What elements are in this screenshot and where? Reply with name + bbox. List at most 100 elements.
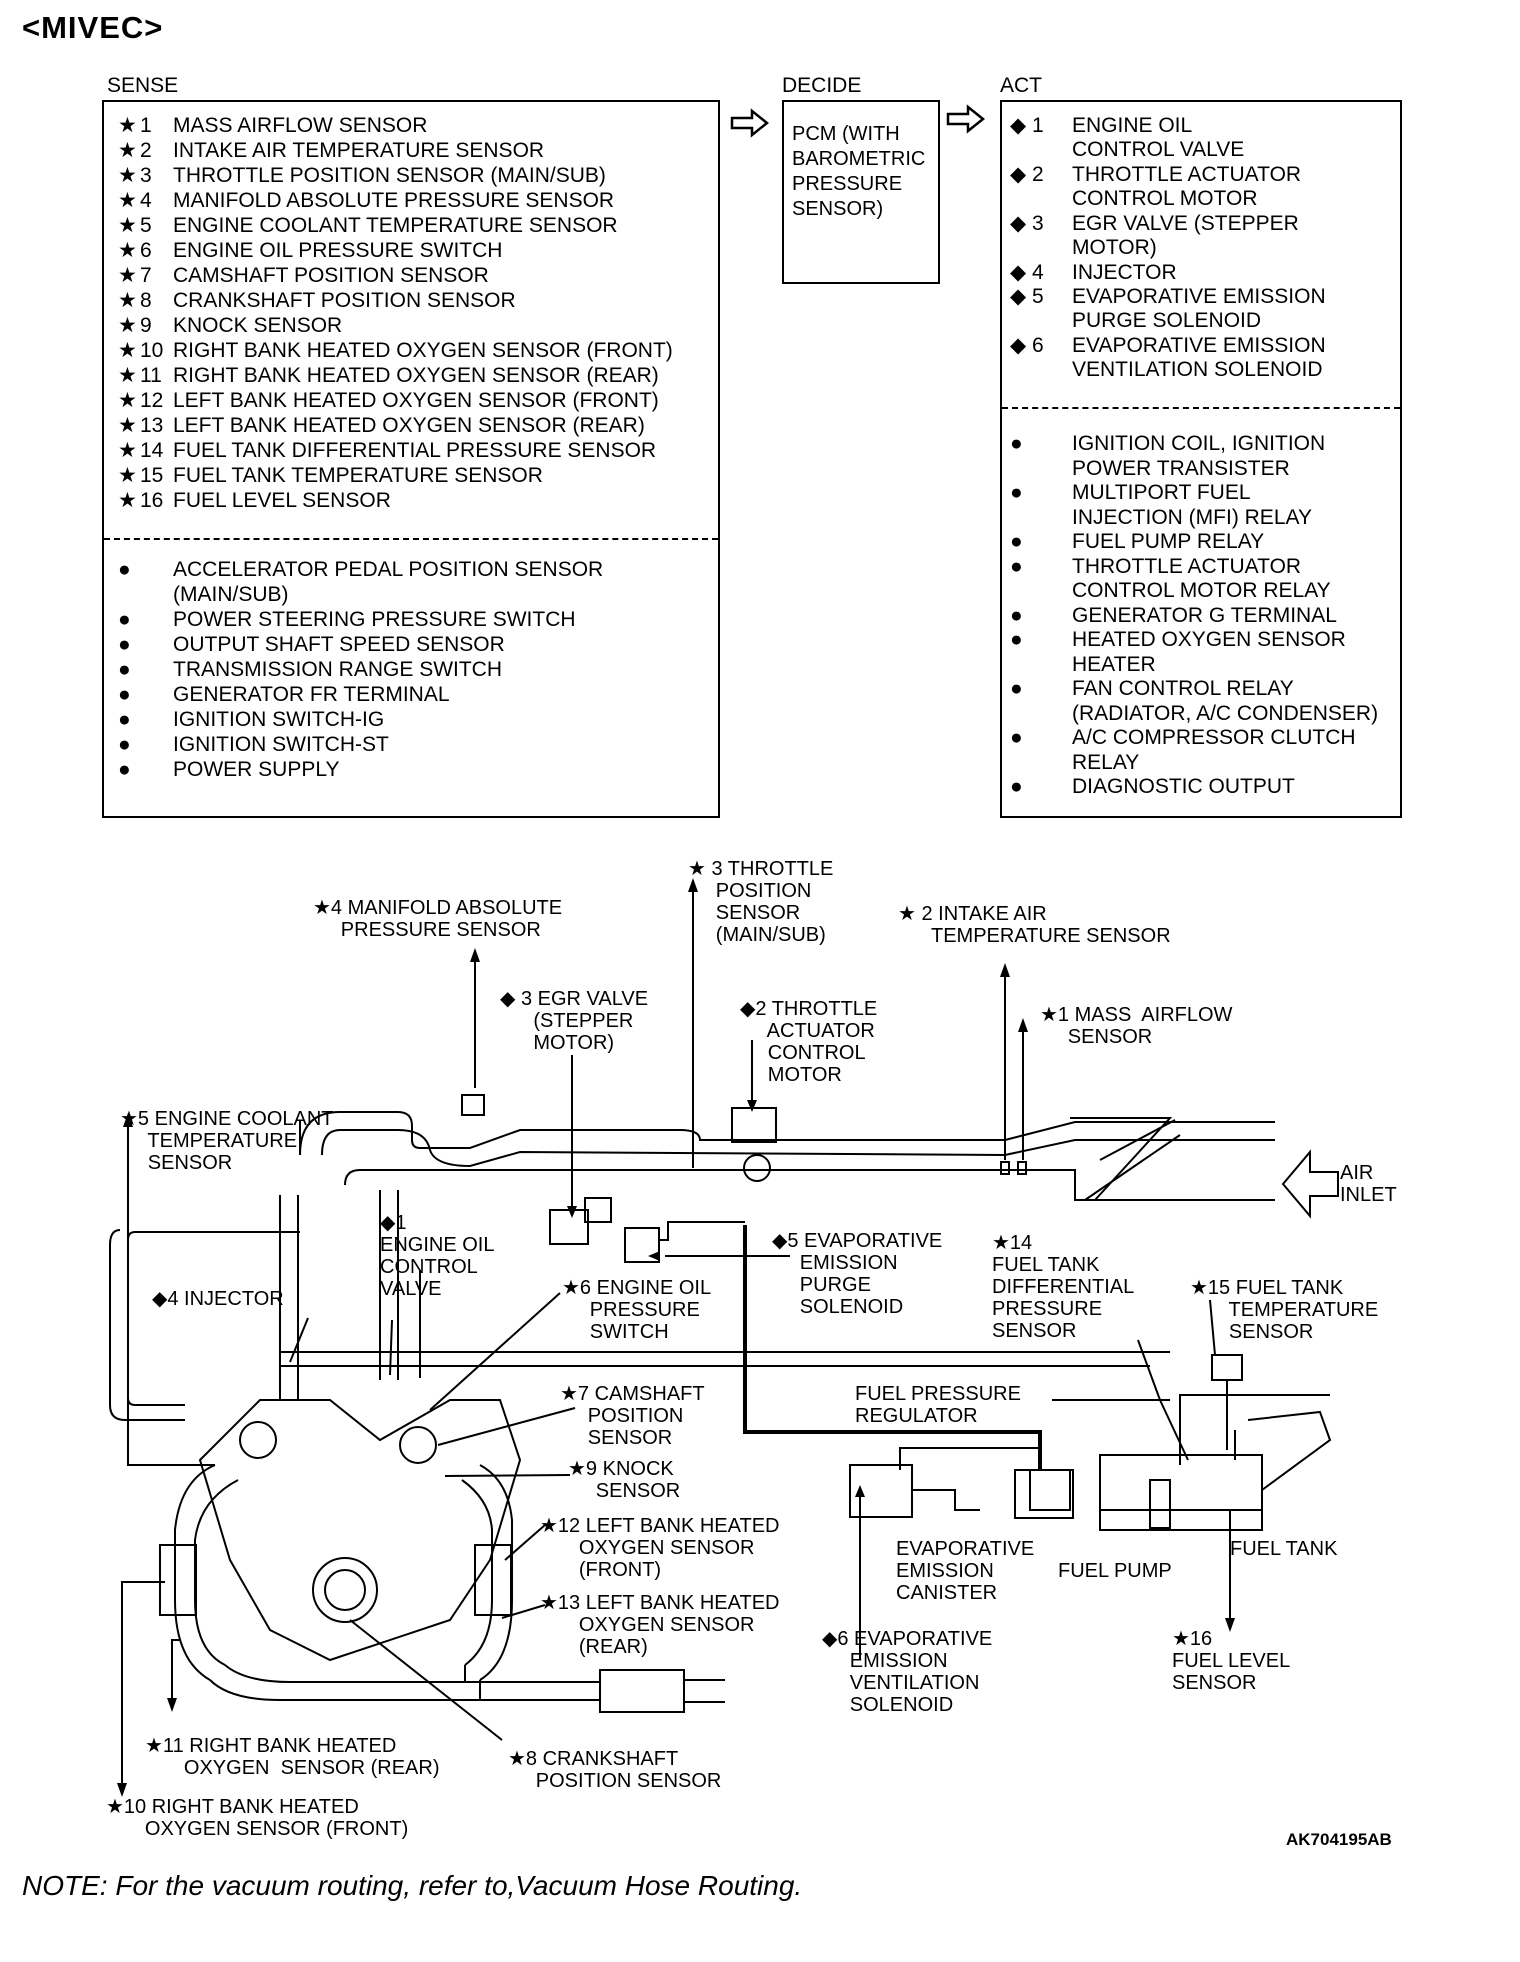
- list-marker: ★: [118, 239, 137, 262]
- left-front-o2-leader: [504, 1524, 546, 1561]
- purge-solenoid-link: [660, 1221, 745, 1241]
- label-mass-airflow-sensor: ★1 MASS AIRFLOW SENSOR: [1040, 1004, 1233, 1048]
- list-text: MULTIPORT FUEL: [1072, 481, 1251, 504]
- sense-divider: [104, 538, 718, 540]
- list-marker: ★: [118, 164, 137, 187]
- throttle-valve: [743, 1154, 771, 1182]
- list-text: GENERATOR G TERMINAL: [1072, 603, 1337, 627]
- list-number: 11: [140, 364, 162, 387]
- list-text: IGNITION COIL, IGNITION: [1072, 432, 1326, 455]
- iat-arrowhead: [1000, 963, 1010, 977]
- list-text: LEFT BANK HEATED OXYGEN SENSOR (REAR): [173, 414, 645, 437]
- list-marker: ◆: [1010, 261, 1027, 284]
- purge-solenoid-body: [624, 1227, 660, 1263]
- list-text: POWER SUPPLY: [173, 758, 340, 781]
- list-number: 14: [140, 439, 164, 462]
- page-title: <MIVEC>: [22, 10, 164, 45]
- list-text-continued: (MAIN/SUB): [173, 583, 289, 606]
- fuel-tank-body: [1099, 1454, 1263, 1531]
- fuel-pump-body: [1149, 1479, 1171, 1529]
- list-text: THROTTLE ACTUATOR: [1072, 554, 1302, 578]
- list-text-continued: VENTILATION SOLENOID: [1072, 358, 1323, 381]
- flow-arrows: [730, 104, 986, 138]
- pcm-label-line: PRESSURE: [792, 173, 903, 195]
- label-engine-oil-control-valve: ◆1 ENGINE OIL CONTROL VALVE: [380, 1212, 495, 1300]
- list-text: KNOCK SENSOR: [173, 314, 343, 337]
- list-marker: ●: [118, 658, 131, 681]
- list-marker: ●: [1010, 554, 1023, 578]
- list-text: FUEL TANK DIFFERENTIAL PRESSURE SENSOR: [173, 439, 657, 462]
- crankshaft-leader: [349, 1619, 503, 1741]
- egr-arrowhead: [567, 1206, 577, 1218]
- list-number: 12: [140, 389, 164, 412]
- list-text: INJECTOR: [1072, 261, 1177, 284]
- list-number: 15: [140, 464, 164, 487]
- list-text-continued: INJECTION (MFI) RELAY: [1072, 505, 1312, 529]
- list-marker: ★: [118, 489, 137, 512]
- label-fuel-tank: FUEL TANK: [1230, 1538, 1338, 1560]
- list-number: 3: [140, 164, 152, 187]
- throttle-actuator-box: [731, 1107, 777, 1143]
- list-marker: ●: [1010, 603, 1023, 627]
- list-number: 6: [1032, 334, 1044, 357]
- purge-arrowhead: [648, 1251, 660, 1261]
- list-number: 9: [140, 314, 152, 337]
- list-text: EGR VALVE (STEPPER: [1072, 212, 1299, 235]
- right-rear-o2-arrowhead: [167, 1698, 177, 1712]
- right-exhaust-pipe: [174, 1464, 239, 1681]
- label-purge-solenoid: ◆5 EVAPORATIVE EMISSION PURGE SOLENOID: [772, 1230, 943, 1318]
- sense-box: [102, 100, 720, 818]
- list-text: RIGHT BANK HEATED OXYGEN SENSOR (FRONT): [173, 339, 673, 362]
- list-text: GENERATOR FR TERMINAL: [173, 683, 450, 706]
- list-text: ENGINE COOLANT TEMPERATURE SENSOR: [173, 214, 618, 237]
- list-text: FUEL LEVEL SENSOR: [173, 489, 391, 512]
- vent-lines: [899, 1447, 1041, 1511]
- list-text-continued: (RADIATOR, A/C CONDENSER): [1072, 701, 1379, 725]
- list-marker: ●: [1010, 628, 1023, 651]
- throttle-arrowhead: [747, 1100, 757, 1112]
- sense-header: SENSE: [107, 74, 179, 97]
- list-marker: ●: [118, 708, 131, 731]
- list-marker: ◆: [1010, 114, 1027, 137]
- list-text: A/C COMPRESSOR CLUTCH: [1072, 726, 1356, 749]
- left-catalyst: [474, 1544, 512, 1616]
- list-marker: ★: [118, 114, 137, 137]
- crank-pulley-inner: [324, 1569, 366, 1611]
- list-marker: ●: [118, 558, 131, 581]
- egr-valve-body: [549, 1209, 589, 1245]
- maf-sensor-body: [1000, 1161, 1010, 1175]
- label-engine-oil-pressure-switch: ★6 ENGINE OIL PRESSURE SWITCH: [562, 1277, 712, 1343]
- list-text: DIAGNOSTIC OUTPUT: [1072, 775, 1295, 798]
- label-fuel-tank-differential-pressure-sensor: ★14 FUEL TANK DIFFERENTIAL PRESSURE SENS…: [992, 1232, 1135, 1342]
- label-knock-sensor: ★9 KNOCK SENSOR: [568, 1458, 681, 1502]
- list-marker: ★: [118, 414, 137, 437]
- right-cam-sprocket: [239, 1421, 277, 1459]
- list-marker: ●: [1010, 481, 1023, 504]
- label-left-bank-o2-rear: ★13 LEFT BANK HEATED OXYGEN SENSOR (REAR…: [540, 1592, 780, 1658]
- list-number: 6: [140, 239, 152, 262]
- list-text-continued: PURGE SOLENOID: [1072, 309, 1262, 332]
- list-text-continued: CONTROL MOTOR: [1072, 187, 1258, 210]
- list-text: ACCELERATOR PEDAL POSITION SENSOR: [173, 558, 604, 581]
- list-marker: ★: [118, 464, 137, 487]
- label-fuel-pump: FUEL PUMP: [1058, 1560, 1172, 1582]
- figure-code: AK704195AB: [1286, 1830, 1392, 1849]
- list-marker: ◆: [1010, 285, 1027, 308]
- list-marker: ★: [118, 364, 137, 387]
- evap-canister-top: [1029, 1469, 1071, 1511]
- list-marker: ★: [118, 214, 137, 237]
- list-text: EVAPORATIVE EMISSION: [1072, 285, 1326, 308]
- list-text: INTAKE AIR TEMPERATURE SENSOR: [173, 139, 545, 162]
- list-number: 2: [140, 139, 152, 162]
- list-marker: ●: [118, 608, 131, 631]
- list-number: 8: [140, 289, 152, 312]
- list-marker: ★: [118, 314, 137, 337]
- list-marker: ◆: [1010, 163, 1027, 186]
- label-map-sensor: ★4 MANIFOLD ABSOLUTE PRESSURE SENSOR: [313, 897, 563, 941]
- air-filter-housing: [1070, 1117, 1173, 1201]
- list-number: 4: [1032, 261, 1044, 284]
- list-text: ENGINE OIL PRESSURE SWITCH: [173, 239, 503, 262]
- list-marker: ◆: [1010, 212, 1027, 235]
- label-fuel-level-sensor: ★16 FUEL LEVEL SENSOR: [1172, 1628, 1291, 1694]
- list-marker: ●: [118, 733, 131, 756]
